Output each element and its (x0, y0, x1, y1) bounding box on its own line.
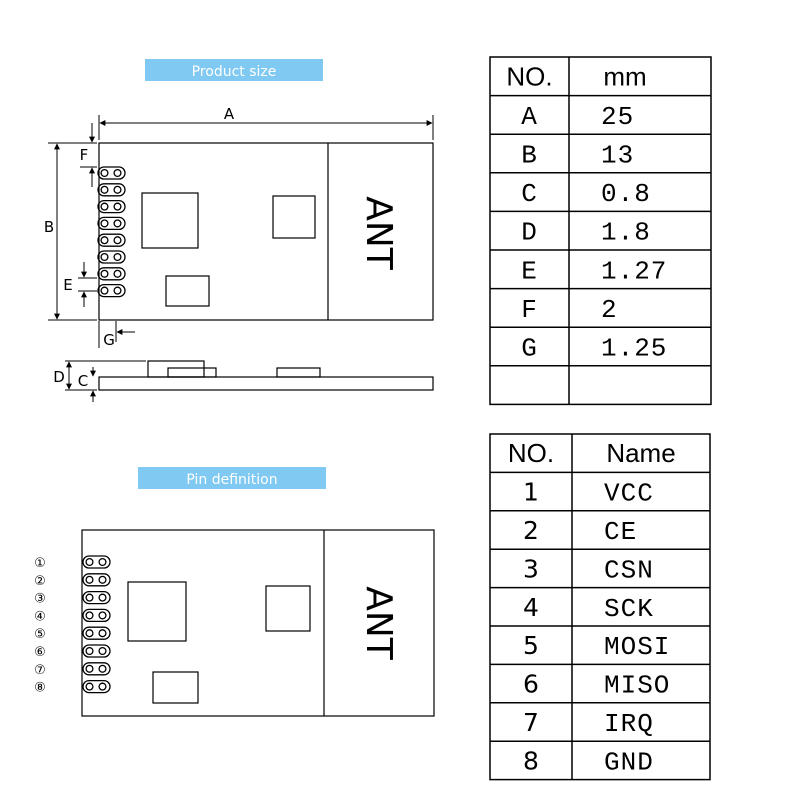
top-pin-4 (97, 216, 126, 231)
antenna-label-2: ANT (358, 586, 399, 661)
module-pin-view (81, 529, 435, 717)
size-table-row-6-no: F (521, 295, 538, 325)
bottom-pin-2 (82, 573, 111, 587)
dimension-e-label: E (63, 276, 72, 294)
pin-table-row-2-no: 2 (523, 516, 539, 545)
pin-table-header-value: Name (606, 438, 675, 468)
size-table-row-4-no: D (521, 218, 538, 248)
pin-definition-banner (138, 467, 326, 489)
pin-table-border (489, 433, 711, 781)
bottom-pin-8 (82, 679, 111, 694)
pin-table-row-5-no: 5 (523, 631, 539, 660)
pin-definition-section: Pin definition ANT ① ② ③ ④ ⑤ ⑥ ⑦ ⑧ (34, 467, 435, 717)
chip-small (272, 195, 316, 239)
top-pin-3 (97, 199, 126, 214)
pin-table-row-8-no: 8 (523, 746, 539, 775)
product-size-section: Product size ANT A B F E G (44, 59, 434, 402)
pin-marker-8: ⑧ (34, 681, 46, 696)
top-pin-5 (97, 233, 126, 247)
size-table-header-value: mm (603, 61, 646, 91)
side-chip-large (147, 360, 205, 378)
bottom-pin-4 (82, 608, 111, 623)
size-table-row-5-no: E (521, 256, 538, 286)
size-table-row-2-no: B (521, 141, 538, 171)
dimension-a-label: A (224, 105, 235, 123)
pin-number-markers: ① ② ③ ④ ⑤ ⑥ ⑦ ⑧ (34, 556, 46, 696)
pin-table-row-6-value: MISO (604, 671, 670, 701)
dimension-b-label: B (44, 218, 54, 236)
pin-marker-1: ① (34, 556, 46, 571)
pin-marker-2: ② (34, 574, 46, 589)
pin-table-header-no: NO. (508, 438, 554, 468)
size-table-border (489, 56, 712, 406)
size-table-header-no: NO. (506, 61, 552, 91)
pin-table-row-7-value: IRQ (604, 709, 654, 739)
size-table-row-7-no: G (521, 334, 538, 364)
size-table-row-7-value: 1.25 (601, 334, 667, 364)
dimension-d-label: D (53, 368, 65, 386)
pin-table-row-1-no: 1 (523, 478, 539, 507)
chip-crystal (165, 275, 210, 307)
pin-marker-5: ⑤ (34, 627, 46, 642)
pin-table-row-3-no: 3 (523, 554, 539, 583)
bottom-pin-3 (82, 590, 111, 605)
pin-marker-7: ⑦ (34, 663, 46, 678)
product-size-title: Product size (192, 64, 277, 80)
side-chip-small (276, 367, 321, 378)
pin-table-row-7-no: 7 (523, 708, 539, 737)
pin-table-row-6-no: 6 (523, 670, 539, 699)
bottom-pin-6 (82, 644, 111, 658)
pin-table-row-1-value: VCC (604, 479, 654, 509)
size-table-row-4-value: 1.8 (601, 218, 651, 248)
top-pin-2 (97, 183, 126, 197)
top-pin-7 (97, 267, 126, 281)
size-table-row-3-value: 0.8 (601, 179, 651, 209)
pin-table-row-4-value: SCK (604, 594, 654, 624)
size-table-row-3-no: C (521, 179, 538, 209)
size-table-row-1-no: A (521, 102, 538, 132)
pin-table-row-4-no: 4 (523, 593, 539, 622)
bottom-pin-5 (82, 626, 111, 640)
pin-header-top (97, 166, 126, 298)
bottom-pin-7 (82, 662, 111, 676)
pin-table-row-2-value: CE (604, 517, 637, 547)
pin-header-bottom (82, 555, 111, 694)
chip-crystal-2 (152, 671, 199, 704)
chip-small-2 (265, 585, 311, 632)
bottom-pin-1 (82, 555, 111, 569)
antenna-label: ANT (358, 196, 399, 271)
size-table-row-6-value: 2 (601, 295, 618, 325)
module-side-view (98, 376, 434, 391)
pin-name-table: NO. Name 1 VCC 2 CE 3 CSN 4 SCK 5 MOSI 6 MISO 7 IRQ 8 GND (489, 433, 711, 781)
module-top-view (98, 142, 434, 321)
top-pin-1 (97, 166, 126, 180)
size-table-row-5-value: 1.27 (601, 256, 667, 286)
pin-table-row-5-value: MOSI (604, 632, 670, 662)
size-table-row-1-value: 25 (601, 102, 634, 132)
chip-large-2 (127, 581, 187, 642)
chip-large (141, 192, 199, 249)
size-table-row-2-value: 13 (601, 141, 634, 171)
pin-marker-6: ⑥ (34, 645, 46, 660)
dimension-g-label: G (103, 331, 115, 349)
side-chip-crystal (167, 367, 217, 378)
pin-marker-4: ④ (34, 609, 46, 624)
product-size-banner (145, 59, 323, 81)
pin-table-row-8-value: GND (604, 747, 654, 777)
dimension-c-label: C (78, 372, 88, 390)
pin-table-row-3-value: CSN (604, 555, 654, 585)
top-pin-6 (97, 250, 126, 264)
pin-definition-title: Pin definition (186, 472, 277, 488)
top-pin-8 (97, 283, 126, 298)
dimension-f-label: F (80, 146, 89, 164)
pin-marker-3: ③ (34, 592, 46, 607)
dimension-table: NO. mmA 25B 13C 0.8D 1.8E 1.27F 2G 1.25 (489, 56, 712, 406)
